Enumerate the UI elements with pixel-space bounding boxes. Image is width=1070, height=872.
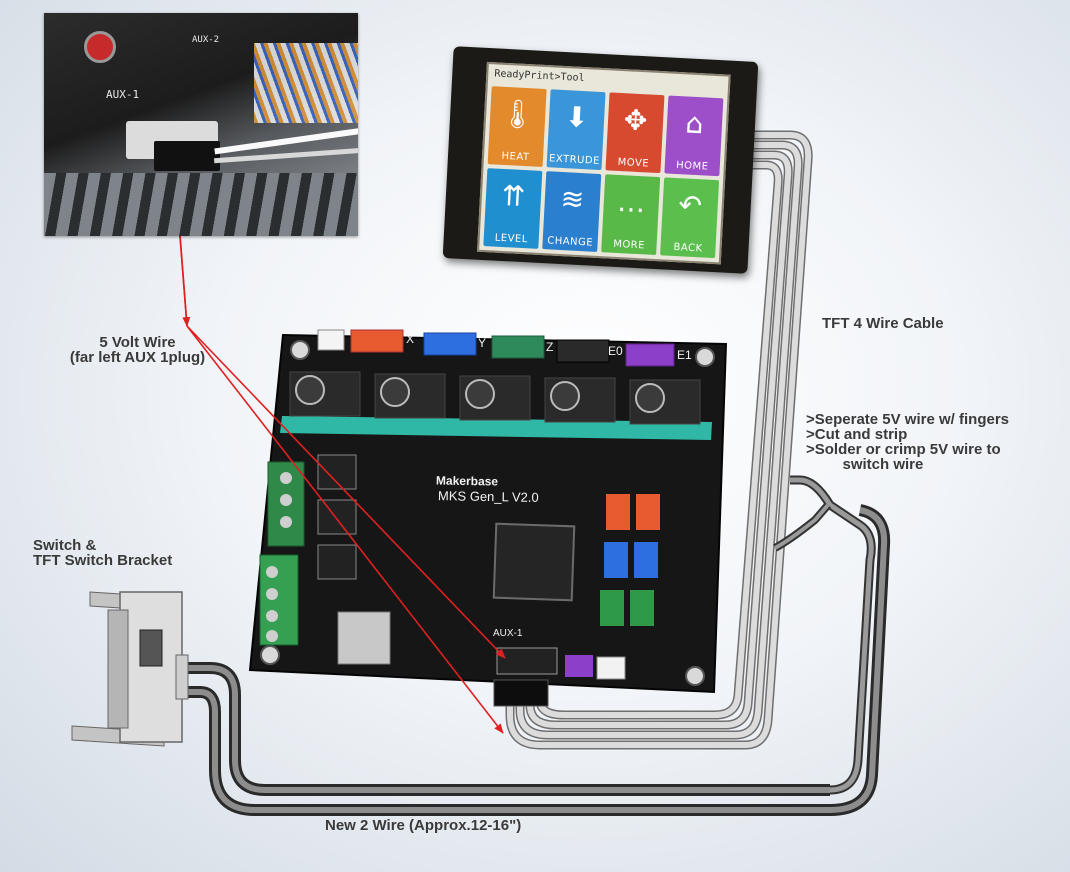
- photo-wire-bundle: [254, 43, 358, 123]
- board-model: MKS Gen_L V2.0: [437, 488, 539, 505]
- tft-tile-label: MORE: [612, 238, 646, 252]
- arrow-to-aux1: [186, 325, 506, 659]
- five-volt-line-1: 5 Volt Wire: [99, 334, 176, 351]
- tft-tile-label: BACK: [673, 241, 703, 255]
- axis-label-e1: E1: [677, 348, 692, 362]
- tft-tile-label: HEAT: [501, 150, 530, 164]
- tft-tile-label: LEVEL: [494, 232, 529, 246]
- axis-label-e0: E0: [608, 344, 623, 358]
- back-icon: ↶: [677, 188, 703, 223]
- instruction-line: >Cut and strip: [806, 426, 908, 443]
- switch-label: Switch & TFT Switch Bracket: [33, 538, 172, 568]
- switch-bracket: [71, 591, 189, 747]
- axis-label-y: Y: [478, 336, 487, 350]
- thermometer-icon: 🌡: [499, 96, 537, 132]
- tft-cable: [505, 130, 813, 750]
- switch-line-2: TFT Switch Bracket: [33, 552, 173, 569]
- axis-label-x: X: [406, 332, 415, 346]
- tft-menu-grid: 🌡 HEAT ⬇ EXTRUDE ✥ MOVE ⌂ HOME ⇈ LEVEL ≋ CHANGE … MOR…: [483, 86, 724, 259]
- home-icon: ⌂: [684, 106, 705, 141]
- board-photo-inset: AUX-1 AUX-2: [44, 13, 358, 236]
- arrow-to-cable: [186, 325, 504, 734]
- mosfets: [317, 454, 357, 580]
- extrude-icon: ⬇: [564, 100, 590, 135]
- five-volt-line-2: (far left AUX 1plug): [69, 349, 206, 366]
- instruction-line: >Solder or crimp 5V wire to: [806, 441, 1001, 458]
- tft-tile-level[interactable]: ⇈ LEVEL: [483, 168, 543, 249]
- two-wire-cable: [180, 504, 891, 816]
- tft-tile-change[interactable]: ≋ CHANGE: [542, 171, 602, 252]
- tft-tile-home[interactable]: ⌂ HOME: [664, 95, 724, 177]
- tft-tile-label: EXTRUDE: [548, 153, 601, 167]
- usb-port: [337, 611, 391, 665]
- tft-tile-back[interactable]: ↶ BACK: [660, 177, 720, 259]
- tft-tile-move[interactable]: ✥ MOVE: [605, 92, 665, 174]
- photo-aux1-label: AUX-1: [106, 88, 140, 101]
- mounting-holes: [260, 340, 715, 686]
- tft-tile-label: HOME: [675, 159, 709, 173]
- photo-plug: [154, 141, 220, 171]
- photo-aux2-label: AUX-2: [192, 35, 220, 45]
- axis-label-z: Z: [546, 340, 554, 354]
- switch-line-1: Switch &: [33, 537, 97, 554]
- tft-screen: ReadyPrint>Tool 🌡 HEAT ⬇ EXTRUDE ✥ MOVE ⌂ HOME ⇈…: [477, 61, 731, 265]
- level-icon: ⇈: [500, 178, 527, 214]
- tft-tile-label: MOVE: [617, 156, 650, 170]
- instruction-line: >Seperate 5V wire w/ fingers: [806, 411, 1010, 428]
- mcu-chip: [492, 522, 576, 602]
- split-5v-wire: [260, 475, 876, 795]
- five-volt-label: 5 Volt Wire (far left AUX 1plug): [30, 335, 245, 365]
- tft-tile-label: CHANGE: [546, 235, 594, 249]
- board-brand: Makerbase: [435, 473, 499, 489]
- photo-chassis-vents: [44, 173, 358, 236]
- tft-tile-more[interactable]: … MORE: [601, 174, 661, 256]
- endstop-connectors: [600, 494, 660, 626]
- board-aux1-label: AUX-1: [493, 628, 523, 639]
- instruction-line: switch wire: [830, 456, 924, 473]
- more-icon: …: [616, 184, 647, 220]
- instructions-label: >Seperate 5V wire w/ fingers >Cut and st…: [806, 412, 1009, 472]
- tft-tile-extrude[interactable]: ⬇ EXTRUDE: [546, 89, 606, 171]
- axis-connectors: [317, 329, 675, 367]
- capacitors: [295, 375, 665, 413]
- move-icon: ✥: [623, 103, 649, 138]
- mks-gen-l-board: [248, 329, 728, 707]
- new-wire-label: New 2 Wire (Approx.12-16"): [325, 817, 522, 834]
- change-icon: ≋: [559, 181, 585, 217]
- power-terminals: [259, 461, 305, 646]
- cable-plug: [493, 679, 549, 707]
- tft-tile-heat[interactable]: 🌡 HEAT: [487, 86, 547, 167]
- tft-title: ReadyPrint>Tool: [494, 68, 585, 85]
- tft-display: ReadyPrint>Tool 🌡 HEAT ⬇ EXTRUDE ✥ MOVE ⌂ HOME ⇈…: [442, 46, 759, 274]
- reset-button-photo: [84, 31, 116, 63]
- aux1-header: [496, 647, 558, 675]
- tft-cable-label: TFT 4 Wire Cable: [822, 315, 944, 332]
